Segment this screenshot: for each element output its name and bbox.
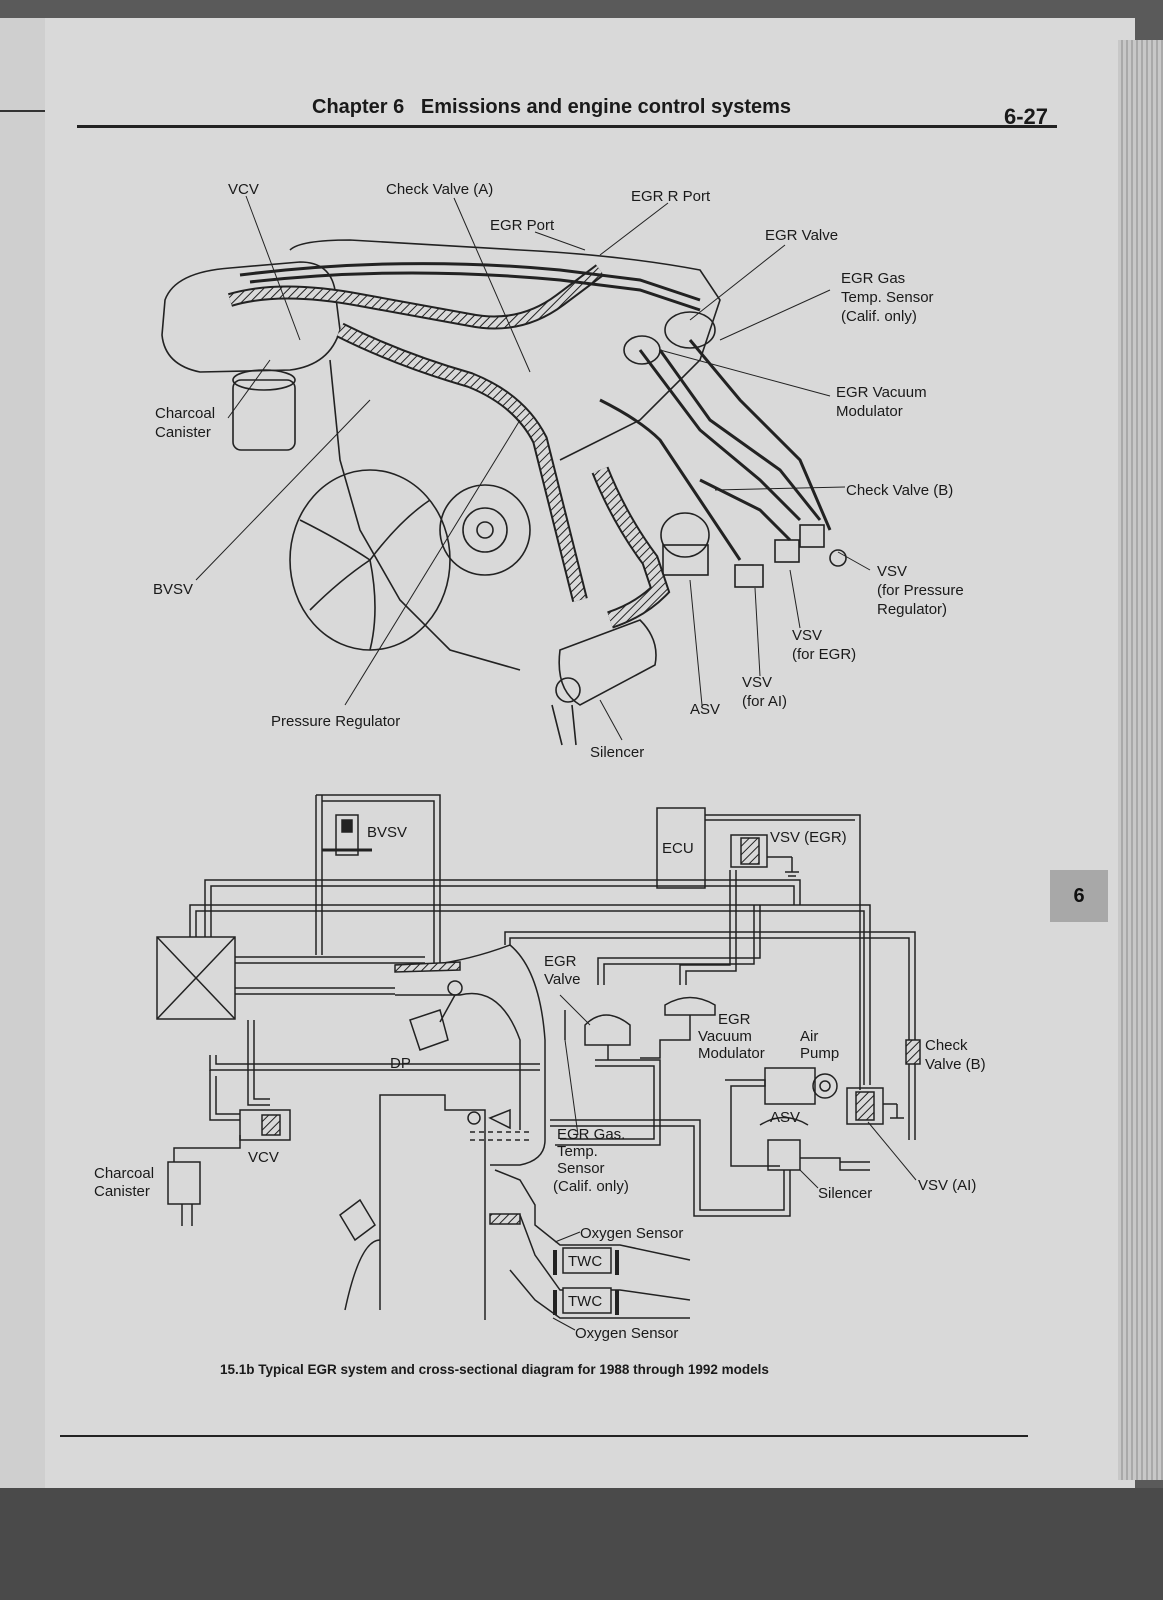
book-page-edges — [1118, 40, 1163, 1480]
label-vsv-egr-2: (for EGR) — [792, 646, 856, 663]
header-rule — [77, 125, 1057, 128]
bottom-leader-lines — [552, 994, 917, 1331]
label-oxygen-sensor-top: Oxygen Sensor — [580, 1225, 683, 1242]
label-silencer-bottom: Silencer — [818, 1185, 872, 1202]
label-egr-vacuum-mod-1: EGR Vacuum — [836, 384, 927, 401]
label-vsv-pressure-3: Regulator) — [877, 601, 947, 618]
page-number: 6-27 — [1004, 104, 1049, 129]
label-vsv-pressure-2: (for Pressure — [877, 582, 964, 599]
label-egr-vacuum-mod-2: Modulator — [836, 403, 903, 420]
left-page-rule — [0, 110, 46, 112]
chapter-title: Chapter 6 Emissions and engine control s… — [312, 96, 792, 118]
footer-rule — [60, 1435, 1028, 1437]
label-silencer: Silencer — [590, 744, 644, 761]
label-twc-2: TWC — [568, 1293, 602, 1310]
label-vsv-ai-1: VSV — [742, 674, 772, 691]
label-vsv-pressure-1: VSV — [877, 563, 907, 580]
label-vsv-egr-bottom: VSV (EGR) — [770, 829, 847, 846]
label-oxygen-sensor-bottom: Oxygen Sensor — [575, 1325, 678, 1342]
figure-caption: 15.1b Typical EGR system and cross-secti… — [220, 1362, 769, 1377]
label-asv-bottom: ASV — [770, 1109, 800, 1126]
label-egr-valve: EGR Valve — [765, 227, 838, 244]
label-check-valve-b: Check Valve (B) — [846, 482, 953, 499]
label-bvsv: BVSV — [153, 581, 193, 598]
bottom-figure-labels: BVSV ECU VSV (EGR) EGR Valve EGR Vacuum … — [94, 824, 986, 1342]
label-egr-gas-bottom-3: Sensor — [557, 1160, 605, 1177]
label-egr-valve-bottom-2: Valve — [544, 971, 580, 988]
label-egr-mod-3: Modulator — [698, 1045, 765, 1062]
label-bvsv-bottom: BVSV — [367, 824, 407, 841]
label-vsv-ai-2: (for AI) — [742, 693, 787, 710]
label-vcv-bottom: VCV — [248, 1149, 279, 1166]
top-figure-labels: VCV Check Valve (A) EGR R Port EGR Port … — [153, 181, 964, 761]
schematic — [156, 794, 921, 1320]
label-charcoal-bottom-2: Canister — [94, 1183, 150, 1200]
label-egr-mod-2: Vacuum — [698, 1028, 752, 1045]
label-asv: ASV — [690, 701, 720, 718]
label-egr-mod-1: EGR — [718, 1011, 751, 1028]
label-dp: DP — [390, 1055, 411, 1072]
label-check-valve-a: Check Valve (A) — [386, 181, 493, 198]
label-vsv-ai-bottom: VSV (AI) — [918, 1177, 976, 1194]
label-egr-port: EGR Port — [490, 217, 555, 234]
label-check-valve-b-bottom-1: Check — [925, 1037, 968, 1054]
label-egr-gas-3: (Calif. only) — [841, 308, 917, 325]
top-leader-lines — [195, 195, 871, 741]
label-air-pump-2: Pump — [800, 1045, 839, 1062]
label-vsv-egr-1: VSV — [792, 627, 822, 644]
hose-lines — [227, 262, 832, 629]
label-charcoal-1: Charcoal — [155, 405, 215, 422]
label-egr-gas-2: Temp. Sensor — [841, 289, 934, 306]
label-egr-gas-bottom-1: EGR Gas. — [557, 1126, 625, 1143]
label-twc-1: TWC — [568, 1253, 602, 1270]
chapter-tab: 6 — [1050, 870, 1108, 922]
scan-background — [0, 1488, 1163, 1600]
label-check-valve-b-bottom-2: Valve (B) — [925, 1056, 986, 1073]
label-egr-r-port: EGR R Port — [631, 188, 711, 205]
label-charcoal-bottom-1: Charcoal — [94, 1165, 154, 1182]
label-pressure-regulator: Pressure Regulator — [271, 713, 400, 730]
label-vcv: VCV — [228, 181, 259, 198]
label-charcoal-2: Canister — [155, 424, 211, 441]
label-egr-gas-1: EGR Gas — [841, 270, 905, 287]
label-egr-gas-bottom-2: Temp. — [557, 1143, 598, 1160]
label-egr-valve-bottom-1: EGR — [544, 953, 577, 970]
label-air-pump-1: Air — [800, 1028, 818, 1045]
manual-page — [45, 18, 1135, 1488]
label-ecu: ECU — [662, 840, 694, 857]
label-egr-gas-bottom-4: (Calif. only) — [553, 1178, 629, 1195]
